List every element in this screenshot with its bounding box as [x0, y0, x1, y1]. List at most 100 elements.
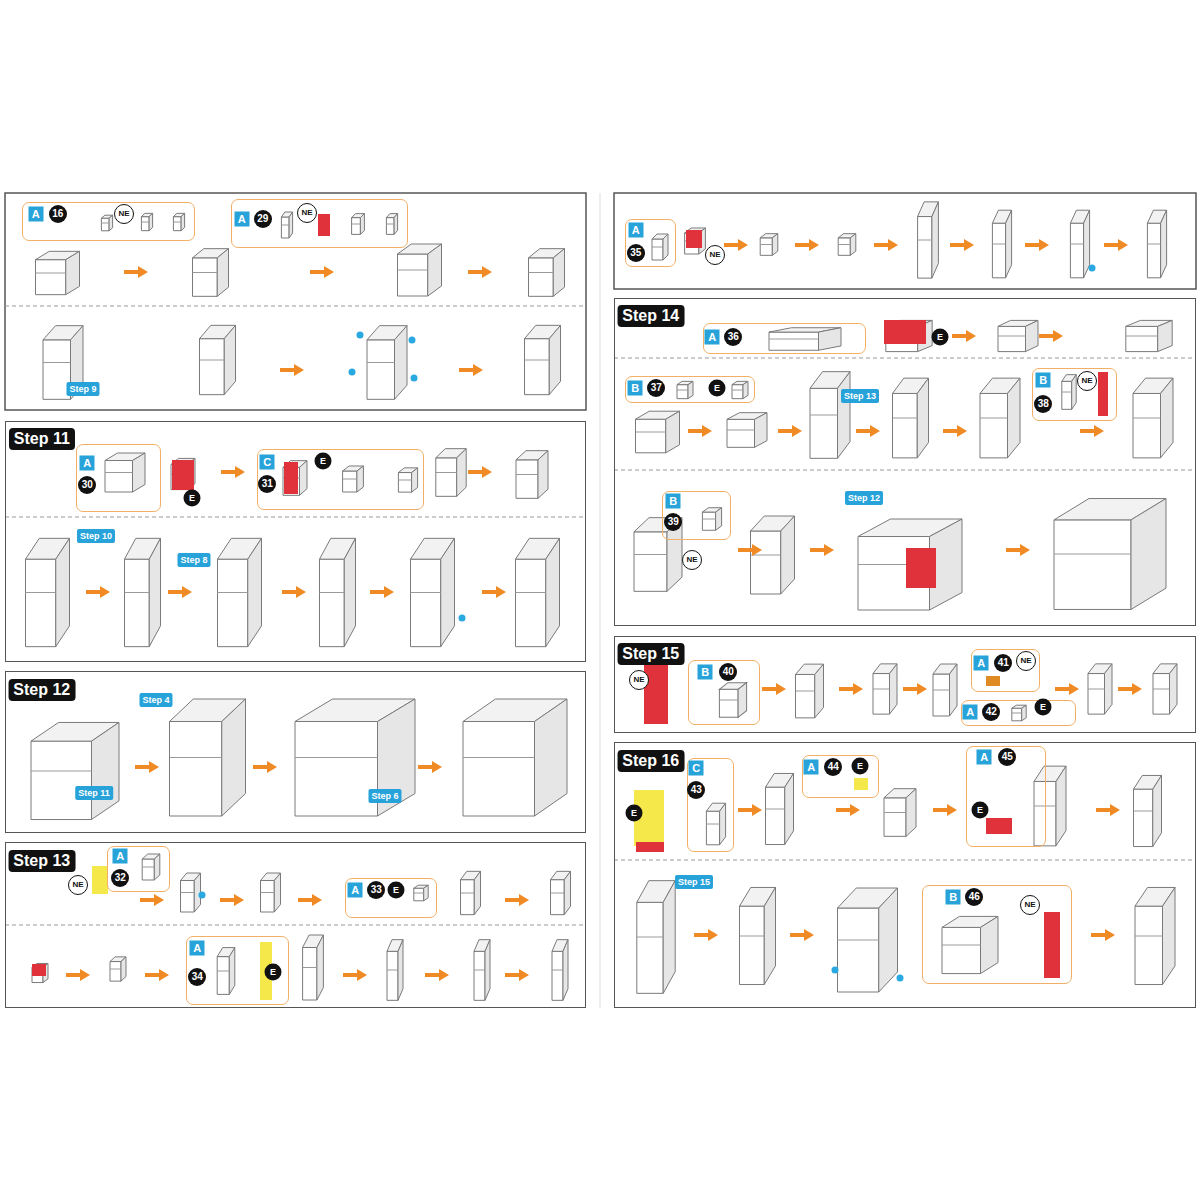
part-figure — [281, 212, 292, 238]
step-arrow — [1025, 239, 1049, 251]
step-arrow — [933, 804, 957, 816]
part-figure — [343, 466, 364, 492]
part-figures — [26, 202, 1178, 1000]
panel-outline — [614, 193, 1196, 289]
dashed-separator — [614, 860, 1196, 861]
step-arrow — [943, 425, 967, 437]
step-arrow — [135, 761, 159, 773]
step-arrow — [168, 586, 192, 598]
part-figure — [105, 453, 145, 492]
part-number: 40 — [719, 663, 737, 681]
step-arrow — [253, 761, 277, 773]
step-arrow — [86, 586, 110, 598]
part-callout: A42 — [961, 700, 1076, 726]
sheet-letter: C — [689, 761, 704, 776]
part-figure — [1012, 705, 1026, 721]
step-arrow — [874, 239, 898, 251]
part-figure — [727, 413, 767, 448]
sheet-letter: A — [190, 941, 205, 956]
red-piece — [636, 842, 664, 852]
step-arrow — [1118, 683, 1142, 695]
part-figure — [529, 249, 565, 297]
step-panel: Step 14A36B37B38B39 — [614, 298, 1196, 626]
part-figure — [398, 244, 442, 296]
part-number: 29 — [254, 210, 272, 228]
part-figure — [740, 887, 776, 984]
part-figure — [1147, 210, 1166, 278]
part-number: 37 — [647, 379, 665, 397]
step-arrow — [482, 586, 506, 598]
part-callout: A32 — [107, 846, 170, 892]
red-piece — [318, 214, 330, 236]
part-figure — [217, 948, 235, 995]
part-figure — [893, 378, 929, 458]
dashed-separator — [614, 358, 1196, 359]
part-figure — [706, 803, 725, 845]
step-arrow — [1104, 239, 1128, 251]
part-figure — [858, 519, 962, 610]
step-arrow — [1080, 425, 1104, 437]
sheet-letter: A — [963, 705, 978, 720]
part-callout: B39 — [662, 491, 731, 540]
part-figure — [525, 325, 561, 394]
step-arrow — [738, 544, 762, 556]
glue-dot — [1089, 265, 1096, 272]
part-number: 38 — [1034, 395, 1052, 413]
part-figure — [303, 935, 324, 1000]
red-piece — [32, 964, 46, 976]
panel-outline — [5, 193, 586, 410]
glue-badge: E — [1035, 699, 1052, 716]
part-figure — [796, 664, 824, 718]
step-arrow — [468, 266, 492, 278]
part-figure — [387, 940, 403, 1001]
step-arrow — [280, 364, 304, 376]
part-figure — [1126, 320, 1172, 351]
step-arrow — [124, 266, 148, 278]
step-arrow — [418, 761, 442, 773]
part-figure — [474, 940, 490, 1001]
step-panel: Step 13A32A33A34 — [5, 842, 586, 1008]
part-figure — [218, 538, 262, 646]
part-figure — [732, 381, 748, 398]
part-figure — [884, 789, 916, 837]
step-reference: Step 11 — [75, 786, 113, 800]
glue-dot — [897, 975, 904, 982]
part-figure — [719, 683, 746, 718]
part-callout: B38 — [1032, 368, 1117, 421]
glue-badge: E — [972, 802, 989, 819]
dashed-separator — [614, 470, 1196, 471]
step-arrow — [856, 425, 880, 437]
step-heading: Step 11 — [9, 428, 75, 450]
part-figure — [193, 249, 229, 297]
part-number: 41 — [994, 654, 1012, 672]
part-number: 33 — [367, 881, 385, 899]
step-arrow — [343, 969, 367, 981]
step-reference: Step 4 — [139, 693, 172, 707]
part-figure — [461, 871, 481, 914]
step-arrow — [1091, 929, 1115, 941]
part-figure — [170, 699, 246, 816]
step-arrow — [724, 239, 748, 251]
step-heading: Step 14 — [617, 305, 684, 327]
part-callout: A29 — [231, 199, 408, 248]
step-heading: Step 13 — [8, 850, 75, 872]
part-figure — [411, 538, 455, 646]
red-piece — [1098, 372, 1108, 416]
part-figure — [101, 215, 112, 231]
part-figure — [367, 326, 407, 400]
step-arrow — [310, 266, 334, 278]
step-panel: Step 12 — [5, 671, 586, 833]
part-number: 16 — [49, 205, 67, 223]
red-piece — [1044, 912, 1060, 978]
part-number: 46 — [965, 888, 983, 906]
sheet-letter: C — [260, 455, 275, 470]
part-figure — [200, 325, 236, 394]
step-arrow — [950, 239, 974, 251]
part-figure — [933, 664, 957, 716]
part-figure — [766, 773, 794, 844]
column-divider — [600, 193, 601, 1008]
glue-badge: E — [626, 805, 643, 822]
part-figure — [283, 461, 307, 496]
step-reference: Step 13 — [841, 389, 879, 403]
